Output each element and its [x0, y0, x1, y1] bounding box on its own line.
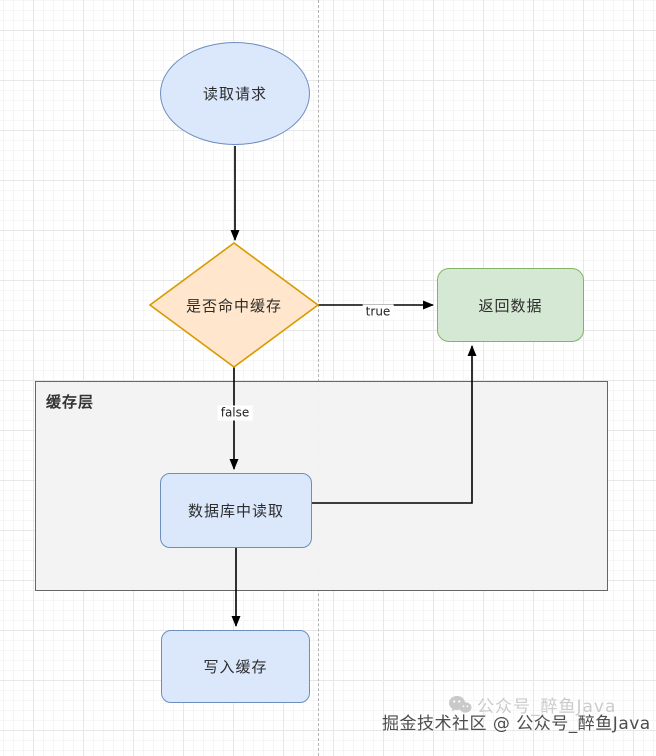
- start-node-label: 读取请求: [202, 85, 267, 103]
- write-cache-node-label: 写入缓存: [203, 658, 268, 676]
- read-db-node: 数据库中读取: [160, 473, 312, 548]
- decision-node-label: 是否命中缓存: [185, 296, 282, 315]
- decision-node-shape: [148, 242, 320, 368]
- edge-db-to-return: [312, 345, 477, 504]
- page-boundary-dashed-line: [318, 0, 319, 756]
- edge-label-true: true: [362, 304, 394, 320]
- start-node: 读取请求: [160, 42, 310, 145]
- read-db-node-label: 数据库中读取: [187, 502, 284, 520]
- edge-label-false: false: [217, 405, 253, 421]
- cache-layer-label: 缓存层: [46, 393, 95, 411]
- watermark-ghost: 公众号_醉鱼Java: [448, 692, 616, 717]
- write-cache-node: 写入缓存: [161, 630, 310, 703]
- wechat-icon: [449, 695, 472, 713]
- watermark-text: 掘金技术社区 @ 公众号_醉鱼Java: [382, 714, 651, 734]
- cache-layer-container: 缓存层: [35, 381, 608, 591]
- watermark-ghost-text: 公众号_醉鱼Java: [477, 697, 617, 717]
- decision-node-label-wrap: 是否命中缓存: [150, 243, 318, 367]
- return-data-node: 返回数据: [437, 268, 584, 342]
- return-data-node-label: 返回数据: [478, 296, 543, 315]
